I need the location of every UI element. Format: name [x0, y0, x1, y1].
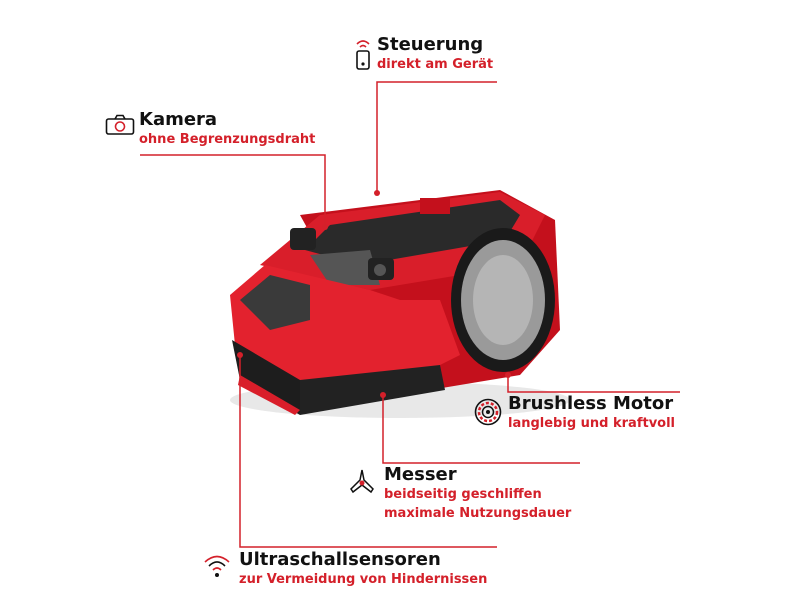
- ultrasonic-icon: [204, 555, 230, 577]
- callout-messer: Messer beidseitig geschliffen maximale N…: [347, 465, 571, 523]
- callout-subtitle: ohne Begrenzungsdraht: [139, 132, 316, 147]
- callout-subtitle: direkt am Gerät: [377, 57, 494, 72]
- callout-ultraschallsensoren: Ultraschallsensoren zur Vermeidung von H…: [203, 550, 487, 589]
- callout-kamera: Kamera ohne Begrenzungsdraht: [105, 110, 315, 149]
- callout-title: Kamera: [139, 109, 218, 130]
- motor-icon: [474, 398, 502, 426]
- callout-title: Brushless Motor: [508, 393, 674, 414]
- callout-title: Steuerung: [377, 34, 484, 55]
- camera-icon: [105, 114, 135, 135]
- blade-icon: [350, 469, 374, 494]
- callout-subtitle: maximale Nutzungsdauer: [384, 506, 572, 521]
- callout-title: Ultraschallsensoren: [239, 549, 441, 570]
- callout-brushless-motor: Brushless Motor langlebig und kraftvoll: [474, 394, 675, 433]
- callout-title: Messer: [384, 464, 457, 485]
- callout-subtitle: langlebig und kraftvoll: [508, 416, 676, 431]
- callout-subtitle: beidseitig geschliffen: [384, 487, 542, 502]
- callout-subtitle: zur Vermeidung von Hindernissen: [239, 572, 488, 587]
- callout-steuerung: Steuerung direkt am Gerät: [354, 35, 493, 74]
- remote-signal-icon: [356, 40, 370, 70]
